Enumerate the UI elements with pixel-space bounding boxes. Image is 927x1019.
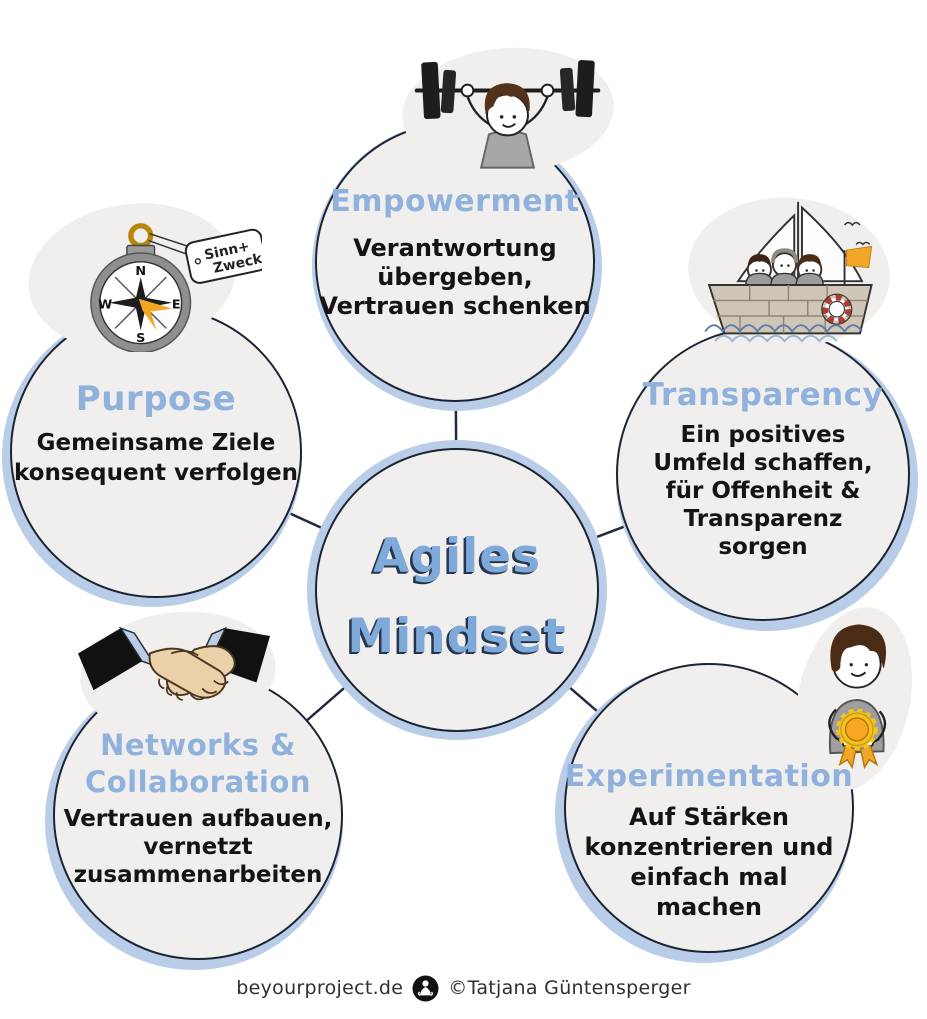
empowerment-body: Verantwortung übergeben, Vertrauen schen… (308, 234, 602, 321)
body-line: Ein positives (680, 422, 846, 448)
body-line: Auf Stärken (629, 803, 789, 831)
body-line: Umfeld schaffen, (653, 450, 873, 476)
body-line: Transparenz (683, 506, 843, 532)
body-line: sorgen (718, 534, 808, 560)
empowerment-title: Empowerment (330, 184, 580, 219)
purpose-body: Gemeinsame Ziele konsequent verfolgen (2, 428, 310, 488)
svg-text:S: S (136, 331, 145, 346)
purpose-circle (10, 306, 302, 598)
experimentation-body: Auf Stärken konzentrieren und einfach ma… (556, 802, 862, 922)
center-title-line1: Agiles (372, 529, 542, 584)
body-line: machen (656, 893, 762, 921)
body-line: vernetzt (143, 834, 253, 860)
footer-author: ©Tatjana Güntensperger (448, 977, 691, 999)
body-line: zusammenarbeiten (73, 862, 323, 888)
body-line: für Offenheit & (665, 478, 861, 504)
footer-credit: beyourproject.de ©Tatjana Güntensperger (0, 968, 927, 1008)
transparency-circle (616, 327, 910, 621)
svg-text:W: W (98, 298, 112, 313)
body-line: Vertrauen schenken (319, 292, 591, 320)
purpose-title: Purpose (75, 379, 237, 419)
center-circle (315, 448, 599, 732)
award-person-icon (828, 624, 887, 770)
networks-title-line1: Networks & (100, 728, 296, 762)
svg-text:N: N (135, 264, 146, 279)
weightlifter-icon (414, 60, 601, 169)
transparency-body: Ein positives Umfeld schaffen, für Offen… (616, 421, 910, 561)
body-line: Vertrauen aufbauen, (63, 806, 333, 832)
body-line: einfach mal (630, 863, 788, 891)
svg-text:E: E (172, 298, 181, 313)
body-line: übergeben, (377, 263, 533, 291)
networks-body: Vertrauen aufbauen, vernetzt zusammenarb… (45, 805, 351, 889)
networks-title-line2: Collaboration (84, 765, 312, 799)
center-title-line2: Mindset (347, 609, 567, 664)
body-line: Verantwortung (353, 234, 557, 262)
networks-title: Networks & Collaboration (53, 727, 343, 801)
sailboat-icon (704, 201, 873, 343)
purpose-tag: Sinn+ Zweck (184, 228, 262, 284)
body-line: konzentrieren und (584, 833, 834, 861)
handshake-icon (78, 626, 271, 701)
body-line: Gemeinsame Ziele (36, 430, 276, 456)
meditating-person-logo (412, 975, 439, 1001)
empowerment-circle (315, 122, 595, 402)
transparency-title: Transparency (642, 377, 884, 413)
experimentation-title: Experimentation (564, 759, 854, 794)
compass-icon: Sinn+ Zweck N E S W (90, 223, 262, 352)
footer-website: beyourproject.de (236, 977, 404, 999)
body-line: konsequent verfolgen (13, 460, 299, 486)
